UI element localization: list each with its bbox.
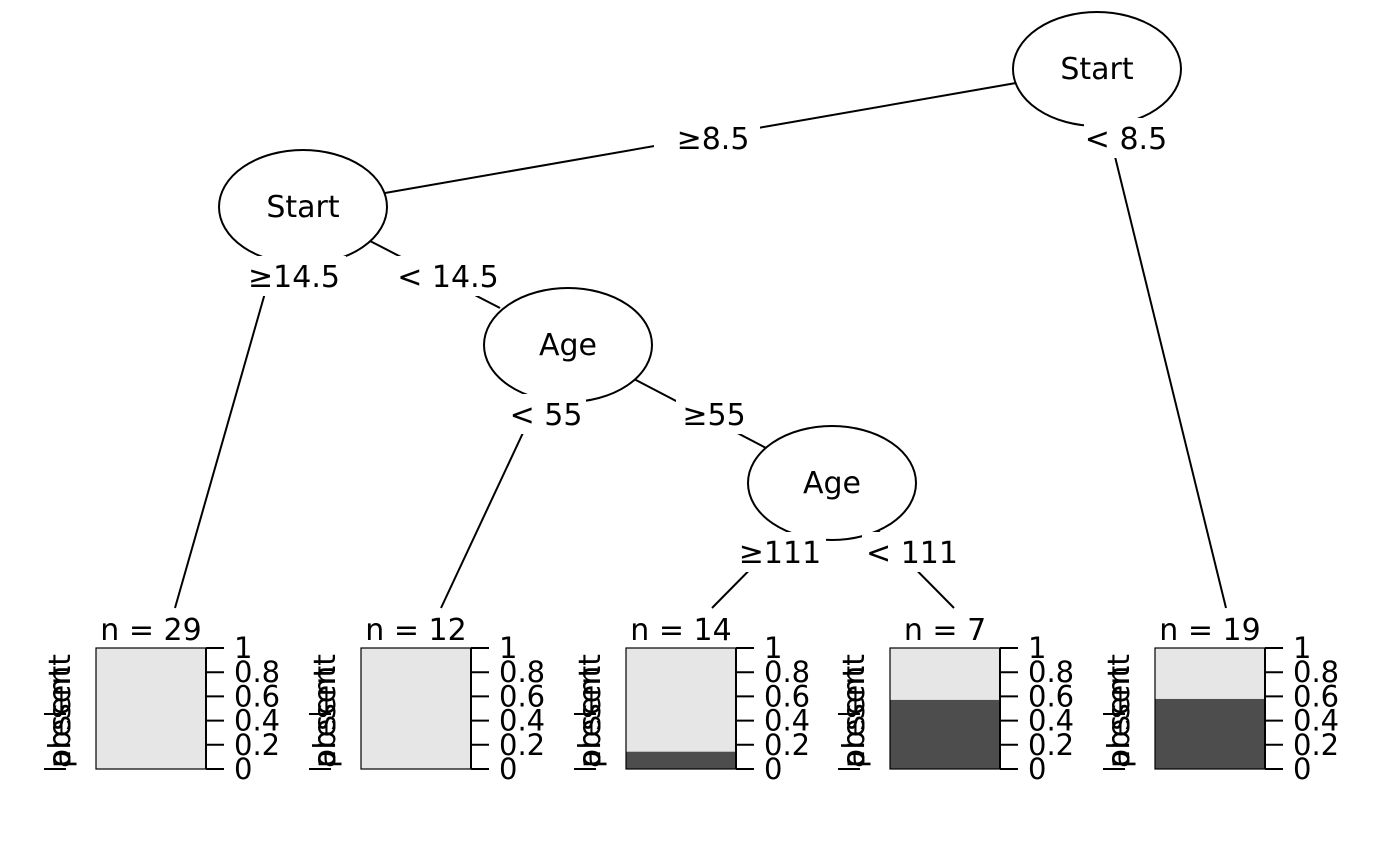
leaf-n-label: n = 14 [630, 613, 731, 648]
leaf-axis-tick-label: 0.6 [499, 679, 545, 713]
node-label: Start [266, 190, 340, 225]
node-ellipse [747, 425, 917, 541]
leaf-axis-tick-label: 0.4 [234, 704, 280, 738]
leaf-axis-tick-label: 0.2 [764, 728, 810, 762]
edge-line [1105, 119, 1227, 609]
leaf-bar-absent [96, 648, 206, 769]
node-label: Age [539, 328, 597, 363]
leaf-n-label: n = 19 [1159, 613, 1260, 648]
leaf-class-label: absent [308, 665, 343, 768]
edge-label: < 14.5 [397, 260, 498, 295]
leaf-bar-absent [890, 648, 1000, 700]
leaf-axis-tick-label: 0.2 [1293, 728, 1339, 762]
edge-line [174, 257, 276, 609]
leaf-axis-tick-label: 0 [1028, 752, 1046, 786]
edge-label: < 111 [866, 536, 958, 571]
leaf-axis-tick-label: 0.2 [499, 728, 545, 762]
leaf-axis-tick-label: 0 [499, 752, 517, 786]
node-label: Age [803, 466, 861, 501]
leaf-axis-tick-label: 0.8 [1293, 655, 1339, 689]
leaf-axis-tick-label: 0.6 [1028, 679, 1074, 713]
node-age-first: Age [483, 287, 653, 403]
leaf-axis-tick-label: 0.4 [764, 704, 810, 738]
leaf-class-label: absent [43, 665, 78, 768]
leaf-axis-tick-label: 0 [234, 752, 252, 786]
leaf-axis-tick-label: 0.4 [1293, 704, 1339, 738]
leaf-axis-tick-label: 0.8 [234, 655, 280, 689]
leaf-axis-tick-label: 1 [1028, 631, 1046, 665]
leaf-axis-tick-label: 0.6 [764, 679, 810, 713]
leaf-bar-present [626, 751, 736, 769]
leaf-axis-tick-label: 0.6 [234, 679, 280, 713]
leaf-axis-tick-label: 0.4 [499, 704, 545, 738]
leaf-n-label: n = 7 [904, 613, 986, 648]
leaf-axis-tick-label: 0.8 [499, 655, 545, 689]
leaf-axis-tick-label: 1 [499, 631, 517, 665]
leaf-class-label: absent [837, 665, 872, 768]
node-start-second: Start [218, 149, 388, 265]
leaf-n-label: n = 29 [100, 613, 201, 648]
leaf-n-label: n = 12 [365, 613, 466, 648]
leaf-class-label: present [308, 654, 343, 768]
leaf-class-label: present [837, 654, 872, 768]
node-label: Start [1060, 52, 1134, 87]
leaf-class-label: absent [1102, 665, 1137, 768]
leaf-axis-tick-label: 1 [764, 631, 782, 665]
edge-label: < 55 [510, 398, 583, 433]
leaf-axis-tick-label: 0.8 [1028, 655, 1074, 689]
leaf-bar-present [1155, 698, 1265, 769]
tree-nodes: Start Start Age Age [218, 11, 1182, 541]
leaf-axis-tick-label: 0 [764, 752, 782, 786]
leaf-bar-present [890, 699, 1000, 769]
node-start-root: Start [1012, 11, 1182, 127]
node-age-second: Age [747, 425, 917, 541]
edge-label: ≥8.5 [677, 122, 750, 157]
leaf-class-label: present [1102, 654, 1137, 768]
leaf-axis-tick-label: 0.2 [1028, 728, 1074, 762]
leaf-axis-tick-label: 0.8 [764, 655, 810, 689]
leaf-axis-tick-label: 0.6 [1293, 679, 1339, 713]
leaf-bar-absent [1155, 648, 1265, 699]
leaf-bar-absent [361, 648, 471, 769]
edge-label: ≥111 [739, 536, 821, 571]
edge-line [440, 404, 537, 609]
leaf-bar-absent [626, 648, 736, 752]
edge-label: ≥14.5 [248, 260, 340, 295]
leaf-class-label: present [43, 654, 78, 768]
leaf-class-label: present [573, 654, 608, 768]
leaf-axis-tick-label: 0 [1293, 752, 1311, 786]
leaf-class-label: absent [573, 665, 608, 768]
leaf-axis-tick-label: 0.2 [234, 728, 280, 762]
edge-label: < 8.5 [1085, 122, 1167, 157]
leaf-axis-tick-label: 1 [234, 631, 252, 665]
edge-labels: ≥8.5 < 8.5 ≥14.5 < 14.5 < 55 ≥55 ≥111 < … [242, 118, 1168, 572]
leaf-axis-tick-label: 0.4 [1028, 704, 1074, 738]
edge-label: ≥55 [682, 398, 745, 433]
leaf-axis-tick-label: 1 [1293, 631, 1311, 665]
